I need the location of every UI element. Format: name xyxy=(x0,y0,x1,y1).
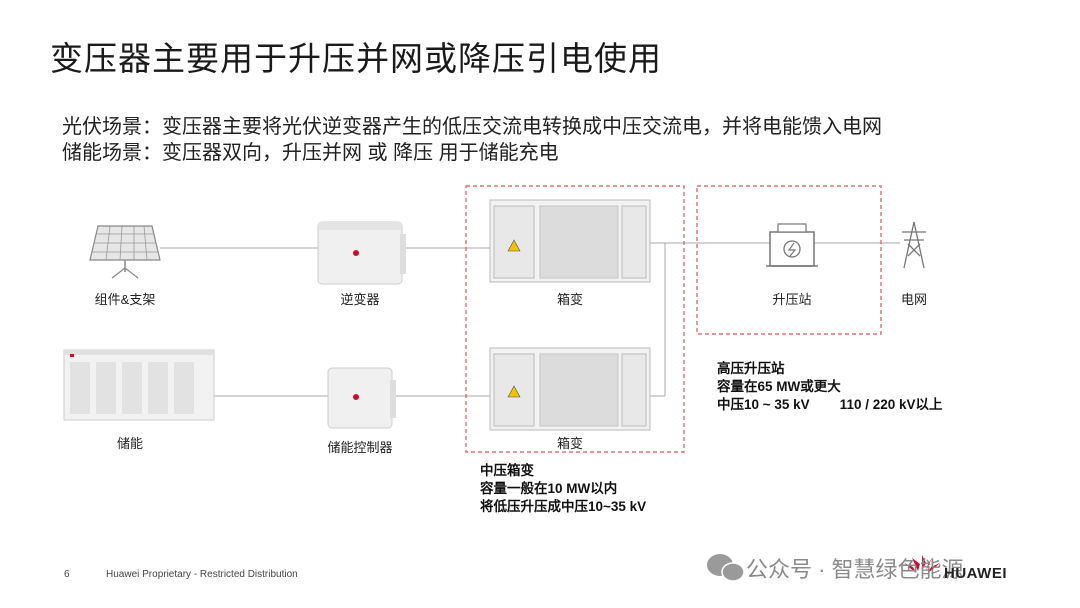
hv-substation-note: 高压升压站 容量在65 MW或更大 中压10 ~ 35 kV 110 / 220… xyxy=(717,360,943,414)
mv-note-line: 容量一般在10 MW以内 xyxy=(480,481,618,496)
box-transformer-bottom-icon xyxy=(489,347,651,431)
inverter-device-icon xyxy=(317,221,406,285)
wechat-icon xyxy=(707,554,745,582)
box-transformer-top-label: 箱变 xyxy=(556,292,583,307)
hv-note-line: 高压升压站 xyxy=(717,361,785,376)
watermark-text: 公众号 · 智慧绿色能源 xyxy=(746,557,964,582)
substation-transformer-icon xyxy=(766,223,818,267)
power-tower-icon xyxy=(902,221,926,269)
hv-note-line: 中压10 ~ 35 kV 110 / 220 kV以上 xyxy=(717,397,943,412)
inverter-label: 逆变器 xyxy=(340,292,380,307)
storage-scenario-text: 储能场景：变压器双向，升压并网 或 降压 用于储能充电 xyxy=(62,142,559,164)
slide-title: 变压器主要用于升压并网或降压引电使用 xyxy=(50,40,662,77)
brand-name: HUAWEI xyxy=(944,565,1007,582)
pv-scenario-text: 光伏场景：变压器主要将光伏逆变器产生的低压交流电转换成中压交流电，并将电能馈入电… xyxy=(62,116,882,138)
page-number: 6 xyxy=(64,569,70,580)
box-transformer-bottom-label: 箱变 xyxy=(556,436,583,451)
box-transformer-top-icon xyxy=(489,199,651,283)
panel-label: 组件&支架 xyxy=(94,292,156,307)
solar-panel-icon xyxy=(89,225,161,279)
energy-storage-cabinet-icon xyxy=(63,349,215,421)
huawei-logo-icon xyxy=(904,555,940,573)
storage-controller-device-icon xyxy=(327,367,396,429)
confidentiality-notice: Huawei Proprietary - Restricted Distribu… xyxy=(106,569,298,580)
mv-box-dashed-frame xyxy=(465,185,685,453)
substation-dashed-frame xyxy=(696,185,882,335)
storage-label: 储能 xyxy=(116,436,143,451)
substation-label: 升压站 xyxy=(772,292,812,307)
mv-box-transformer-note: 中压箱变 容量一般在10 MW以内 将低压升压成中压10~35 kV xyxy=(480,462,646,516)
connection-lines xyxy=(160,242,900,397)
grid-label: 电网 xyxy=(900,292,927,307)
mv-note-line: 将低压升压成中压10~35 kV xyxy=(480,499,647,514)
storage-controller-label: 储能控制器 xyxy=(327,440,393,455)
hv-note-line: 容量在65 MW或更大 xyxy=(717,379,841,394)
mv-note-line: 中压箱变 xyxy=(480,463,534,478)
